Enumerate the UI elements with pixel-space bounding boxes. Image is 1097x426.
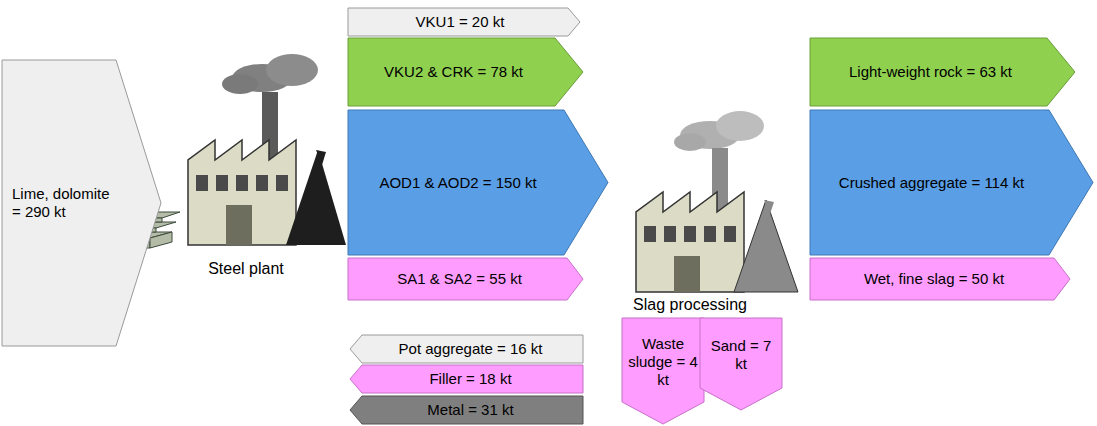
product-arrow: AOD1 & AOD2 = 150 kt [348, 110, 608, 255]
flow-label: Sand = 7 kt [704, 337, 778, 373]
flow-label: Lime, dolomite = 290 kt [12, 185, 114, 221]
flow-label: Filler = 18 kt [429, 370, 511, 388]
arrow-shape [350, 396, 583, 424]
flow-label: VKU2 & CRK = 78 kt [384, 63, 523, 81]
flow-label: Crushed aggregate = 114 kt [839, 174, 1024, 192]
slag-processing-illustration [636, 111, 798, 292]
arrow-shape [348, 38, 583, 106]
product-arrow: Metal = 31 kt [350, 396, 583, 424]
arrow-shape [700, 318, 782, 410]
flow-label: Light-weight rock = 63 kt [849, 63, 1012, 81]
arrow-shape [348, 8, 580, 36]
product-arrow: VKU2 & CRK = 78 kt [348, 38, 583, 106]
flow-label: Wet, fine slag = 50 kt [864, 270, 1004, 288]
arrow-shape [350, 365, 583, 393]
flow-label: Pot aggregate = 16 kt [399, 340, 543, 358]
input-arrow: Lime, dolomite = 290 kt [2, 60, 161, 346]
arrow-shape [622, 318, 704, 424]
plant-label: Slag processing [633, 296, 747, 314]
product-arrow: Light-weight rock = 63 kt [810, 38, 1075, 106]
product-arrow: Filler = 18 kt [350, 365, 583, 393]
input-arrow: VKU1 = 20 kt [348, 8, 580, 36]
product-arrow: Waste sludge = 4 kt [622, 318, 704, 424]
input-arrow: Pot aggregate = 16 kt [350, 335, 583, 363]
flow-label: Metal = 31 kt [427, 401, 513, 419]
arrow-shape [348, 258, 583, 300]
arrow-shape [348, 110, 608, 255]
arrow-shape [810, 110, 1093, 255]
flow-label: Waste sludge = 4 kt [626, 335, 700, 389]
arrow-shape [350, 335, 583, 363]
plant-label: Steel plant [208, 260, 284, 278]
flow-label: AOD1 & AOD2 = 150 kt [379, 174, 536, 192]
product-arrow: Sand = 7 kt [700, 318, 782, 410]
flow-label: VKU1 = 20 kt [416, 13, 505, 31]
product-arrow: Crushed aggregate = 114 kt [810, 110, 1093, 255]
product-arrow: SA1 & SA2 = 55 kt [348, 258, 583, 300]
arrow-shape [810, 38, 1075, 106]
flow-label: SA1 & SA2 = 55 kt [397, 270, 522, 288]
arrow-shape [810, 258, 1070, 300]
arrow-shape [2, 60, 161, 346]
product-arrow: Wet, fine slag = 50 kt [810, 258, 1070, 300]
